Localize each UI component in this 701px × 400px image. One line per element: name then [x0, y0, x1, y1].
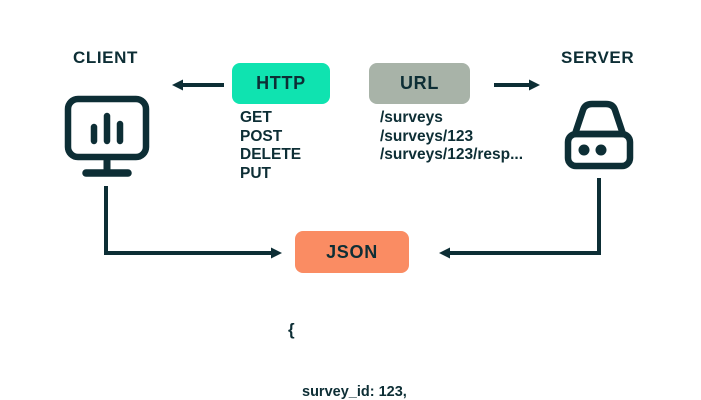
client-label: CLIENT	[73, 48, 138, 67]
http-method-list: GET POST DELETE PUT	[240, 109, 301, 183]
server-indicator-dots-icon	[578, 144, 607, 156]
http-method-item: POST	[240, 127, 283, 145]
http-method-item: PUT	[240, 164, 271, 182]
http-method-item: GET	[240, 109, 272, 126]
url-path-item: /surveys/123/resp...	[380, 146, 524, 163]
json-payload-body: { survey_id: 123, score: 9, message: “am…	[288, 279, 456, 400]
json-badge: JSON	[295, 231, 409, 273]
url-path-item: /surveys/123	[380, 127, 474, 145]
http-method-item: DELETE	[240, 146, 302, 163]
http-badge: HTTP	[232, 63, 330, 104]
client-to-json-arrow	[104, 186, 282, 259]
http-to-client-arrow	[172, 79, 224, 91]
url-badge: URL	[369, 63, 470, 104]
url-to-server-arrow	[494, 79, 540, 91]
server-rack-icon	[564, 100, 634, 170]
server-to-json-arrow	[439, 178, 601, 259]
json-open-brace: {	[288, 320, 295, 339]
monitor-chart-icon	[64, 95, 150, 177]
url-path-item: /surveys	[380, 109, 443, 126]
monitor-bars-icon	[90, 112, 124, 145]
url-path-list: /surveys /surveys/123 /surveys/123/resp.…	[380, 109, 523, 165]
json-field-line: survey_id: 123,	[302, 383, 407, 400]
server-label: SERVER	[561, 48, 635, 67]
